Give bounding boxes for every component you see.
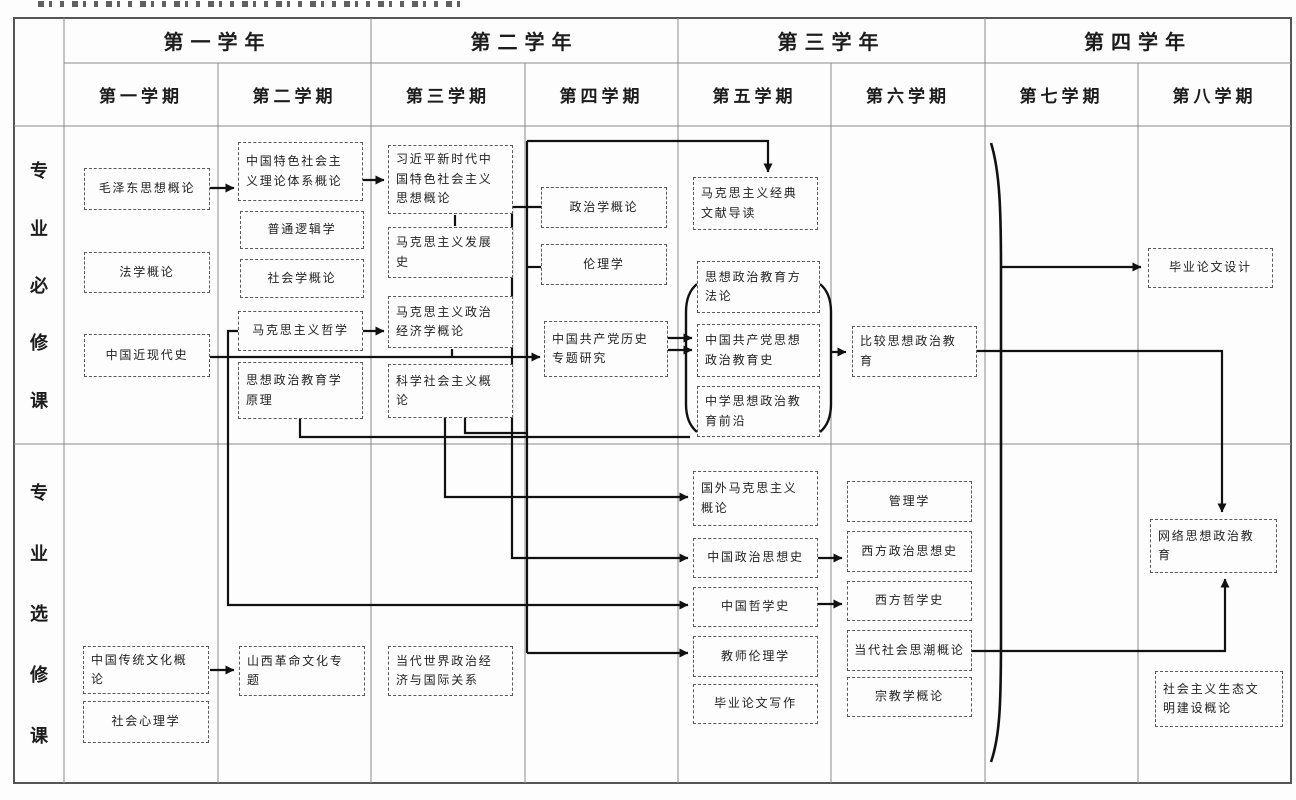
- course-box-western-philosophy-history: 西方哲学史: [847, 581, 972, 621]
- year-header-3: 第三学年: [777, 30, 886, 54]
- section-label-char: 专: [30, 161, 48, 183]
- course-box-socialist-eco-civilization: 社会主义生态文 明建设概论: [1155, 671, 1283, 727]
- section-label-char: 课: [30, 390, 48, 412]
- course-box-chinese-philosophy-history: 中国哲学史: [693, 587, 818, 627]
- section-label-char: 修: [30, 333, 48, 355]
- course-box-ethics: 伦理学: [541, 244, 667, 285]
- connector-scisocialism-elbow: [463, 418, 527, 435]
- course-box-ideological-edu-methodology: 思想政治教育方 法论: [697, 261, 820, 313]
- course-box-marxism-development-history: 马克思主义发展 史: [388, 227, 513, 278]
- section-label-char: 选: [30, 604, 48, 626]
- section-label-char: 业: [30, 543, 48, 565]
- course-box-teacher-ethics: 教师伦理学: [693, 636, 818, 677]
- section-label-required-courses: 专业必修课: [14, 126, 64, 444]
- course-box-management: 管理学: [847, 481, 972, 522]
- course-box-chinese-political-thought: 中国政治思想史: [693, 538, 818, 578]
- course-box-contemporary-social-thought: 当代社会思潮概论: [847, 630, 972, 671]
- section-label-elective-courses: 专业选修课: [14, 444, 64, 783]
- course-box-foreign-marxism: 国外马克思主义 概论: [693, 471, 818, 526]
- course-box-xi-jinping-thought: 习近平新时代中 国特色社会主义 思想概论: [388, 145, 513, 214]
- course-box-thesis-writing: 毕业论文写作: [693, 684, 818, 724]
- section-label-char: 必: [30, 275, 48, 297]
- connector-year4-big-paren: [989, 142, 1003, 763]
- semester-header-1: 第一学期: [99, 87, 183, 107]
- course-box-scientific-socialism: 科学社会主义概 论: [388, 364, 513, 418]
- connector-marxphil-to-cn-philosophy: [226, 329, 689, 610]
- course-box-world-politics-economy: 当代世界政治经 济与国际关系: [388, 646, 513, 696]
- course-box-western-political-thought: 西方政治思想史: [847, 531, 972, 572]
- course-box-mao-zedong-thought: 毛泽东思想概论: [84, 168, 210, 210]
- course-box-shanxi-revolutionary-culture: 山西革命文化专 题: [239, 646, 365, 696]
- section-label-char: 修: [30, 665, 48, 687]
- semester-header-2: 第二学期: [252, 87, 337, 107]
- connector-trunk-to-classics: [527, 139, 773, 173]
- course-box-comparative-ideological-edu: 比较思想政治教 育: [852, 326, 977, 377]
- course-box-marxist-philosophy: 马克思主义哲学: [238, 311, 363, 351]
- course-box-cpc-history-research: 中国共产党历史 专题研究: [544, 321, 668, 377]
- course-box-cpc-ideological-edu-history: 中国共产党思想 政治教育史: [697, 324, 820, 377]
- course-box-middle-school-frontier: 中学思想政治教 育前沿: [697, 386, 820, 437]
- semester-header-7: 第七学期: [1019, 87, 1104, 107]
- connector-group-left-paren: [684, 283, 698, 433]
- course-box-modern-chinese-history: 中国近现代史: [84, 334, 210, 377]
- semester-header-6: 第六学期: [866, 87, 950, 107]
- section-label-char: 业: [30, 218, 48, 240]
- course-box-political-science-intro: 政治学概论: [541, 187, 667, 228]
- semester-header-4: 第四学期: [559, 87, 644, 107]
- course-box-ideological-edu-principles: 思想政治教育学 原理: [238, 362, 363, 419]
- year-header-1: 第一学年: [163, 30, 272, 54]
- semester-header-5: 第五学期: [712, 87, 797, 107]
- course-box-traditional-culture: 中国传统文化概 论: [83, 646, 209, 694]
- semester-header-3: 第三学期: [406, 87, 490, 107]
- course-box-graduation-thesis-design: 毕业论文设计: [1148, 248, 1273, 288]
- clipped-caption-fragment: [38, 1, 468, 7]
- course-box-marxist-political-economy: 马克思主义政治 经济学概论: [388, 296, 513, 348]
- connector-principles-to-group: [298, 419, 690, 439]
- connector-scisocialism-to-foreign-marxism: [443, 418, 689, 502]
- section-label-char: 课: [30, 726, 48, 748]
- course-box-religion-intro: 宗教学概论: [847, 677, 972, 717]
- course-box-sociology-intro: 社会学概论: [240, 259, 364, 298]
- year-header-4: 第四学年: [1084, 30, 1192, 54]
- course-box-socialism-theory-system: 中国特色社会主 义理论体系概论: [238, 142, 363, 201]
- connector-group-right-paren: [819, 283, 833, 433]
- connector-socialthought-to-network-bottom: [972, 578, 1230, 653]
- year-header-2: 第二学年: [470, 30, 579, 54]
- course-box-law-intro: 法学概论: [84, 252, 210, 293]
- course-box-social-psychology: 社会心理学: [83, 701, 209, 743]
- semester-header-8: 第八学期: [1172, 87, 1257, 107]
- course-box-general-logic: 普通逻辑学: [240, 211, 364, 249]
- connector-comparative-to-network-top: [977, 349, 1227, 513]
- course-box-network-ideological-edu: 网络思想政治教 育: [1150, 519, 1277, 573]
- course-box-marxist-classics-reading: 马克思主义经典 文献导读: [693, 177, 818, 230]
- section-label-char: 专: [30, 482, 48, 504]
